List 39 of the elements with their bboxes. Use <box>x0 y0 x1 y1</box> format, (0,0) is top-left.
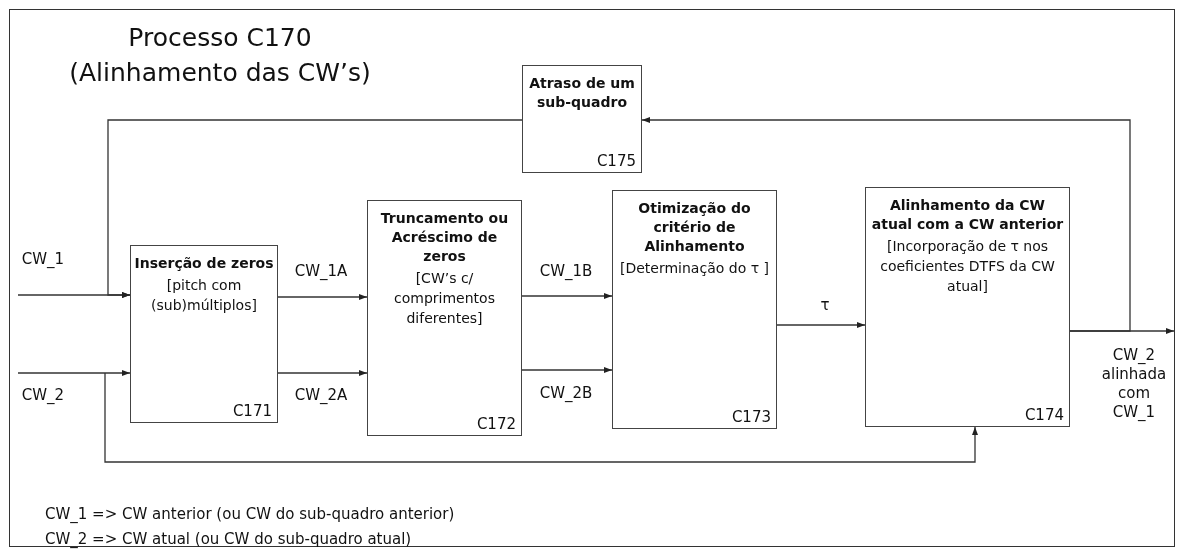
block-title: Atraso de um sub-quadro <box>528 74 636 112</box>
arrow <box>104 372 978 463</box>
block-code: C172 <box>476 415 516 433</box>
process-box <box>612 190 777 429</box>
block-code: C175 <box>596 152 636 170</box>
block-title: Alinhamento da CW atual com a CW anterior <box>870 196 1065 234</box>
block-code: C173 <box>731 408 771 426</box>
process-box <box>367 200 522 436</box>
block-description: [Determinação do τ ] <box>620 259 769 278</box>
arrow <box>277 370 368 376</box>
arrow <box>107 119 523 298</box>
arrow <box>776 322 866 328</box>
arrow <box>17 370 131 376</box>
block-description: [Incorporação de τ nos coeficientes DTFS da CW atual] <box>879 237 1056 296</box>
block-code: C171 <box>232 402 272 420</box>
process-box <box>130 245 278 423</box>
edge-label: CW_2A <box>293 386 349 405</box>
edge-label: CW_2 alinhada com CW_1 <box>1100 346 1168 422</box>
block-title: Inserção de zeros <box>134 254 274 273</box>
arrow <box>521 293 613 299</box>
block-title: Otimização do critério de Alinhamento <box>637 199 752 256</box>
diagram-title: Processo C170 (Alinhamento das CW’s) <box>68 22 372 89</box>
edge-label: τ <box>819 296 831 315</box>
arrow <box>277 294 368 300</box>
edge-label: CW_2 <box>20 386 66 405</box>
note-text: CW_1 => CW anterior (ou CW do sub-quadro anterior) <box>45 505 455 523</box>
block-title: Truncamento ou Acréscimo de zeros <box>379 209 510 266</box>
block-code: C174 <box>1024 406 1064 424</box>
arrow <box>521 367 613 373</box>
process-box <box>865 187 1070 427</box>
block-description: [pitch com (sub)múltiplos] <box>150 276 258 315</box>
process-box <box>522 65 642 173</box>
edge-label: CW_1A <box>293 262 349 281</box>
edge-label: CW_1B <box>538 262 594 281</box>
note-text: CW_2 => CW atual (ou CW do sub-quadro atual) <box>45 530 412 548</box>
arrow <box>641 117 1131 332</box>
edge-label: CW_1 <box>20 250 66 269</box>
block-description: [CW’s c/ comprimentos diferentes] <box>393 269 496 328</box>
edge-label: CW_2B <box>538 384 594 403</box>
